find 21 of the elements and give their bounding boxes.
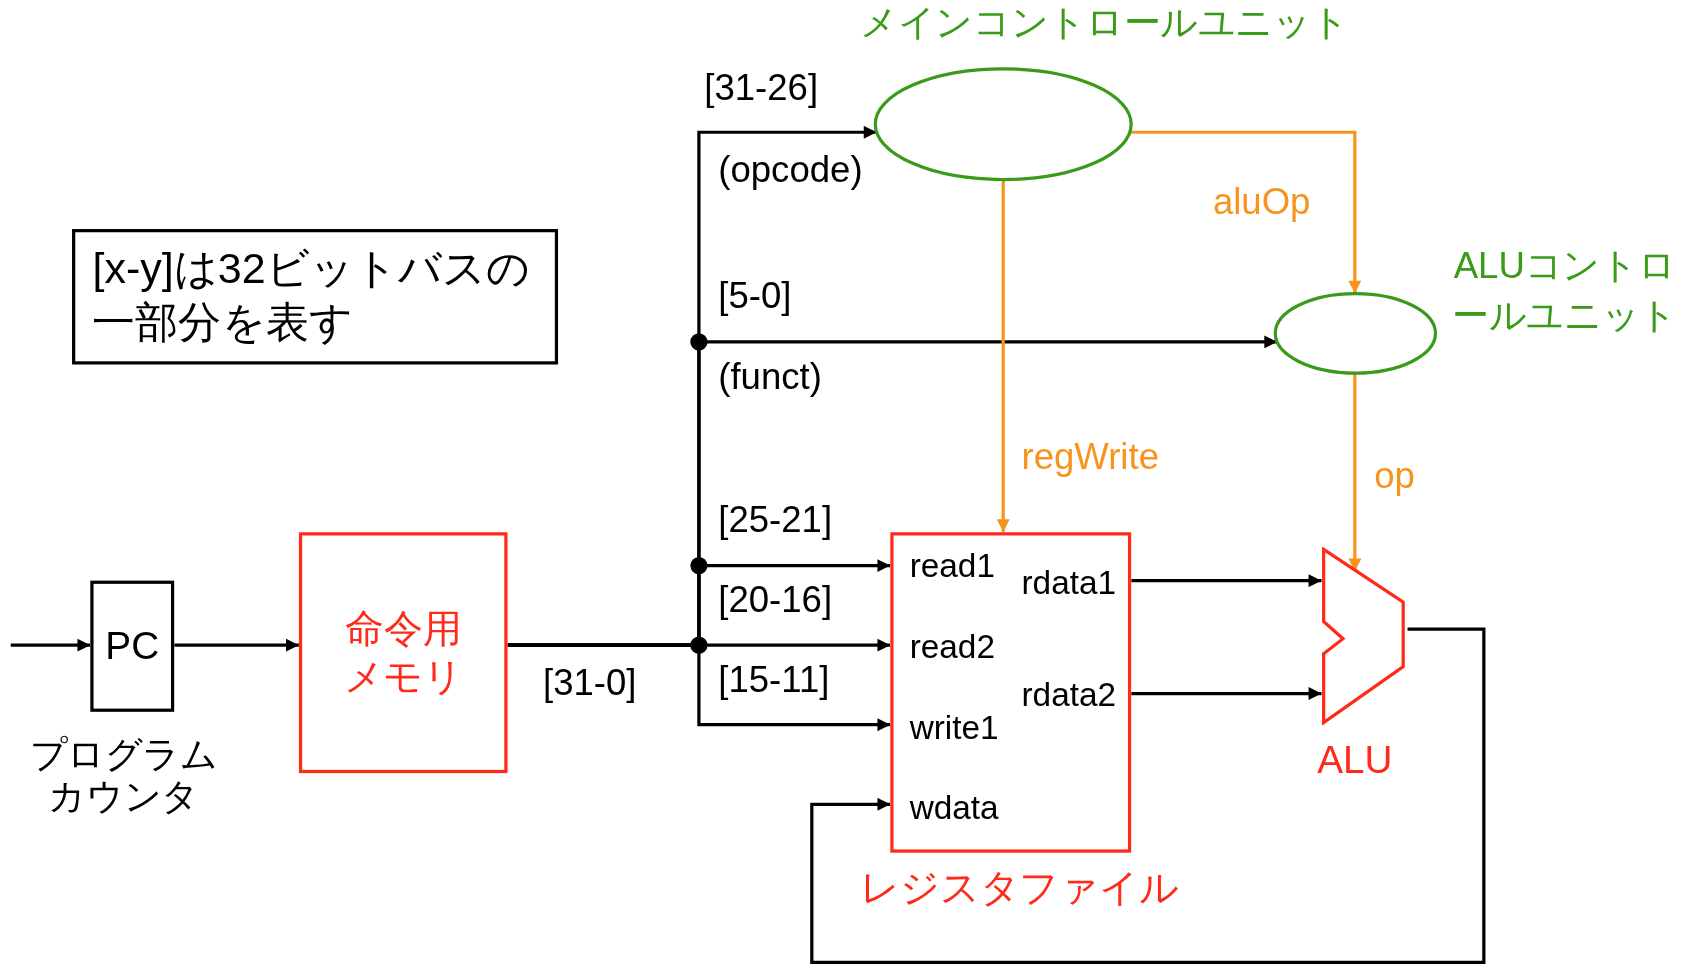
port-label: write1 [909, 708, 999, 747]
unit-label: ALUコントロールユニット [1451, 244, 1678, 338]
port-label: read2 [909, 627, 995, 667]
arrow [810, 627, 1486, 964]
arrow [1131, 687, 1322, 700]
component-label: プログラムカウンタ [28, 733, 219, 818]
component-label: レジスタファイル [860, 865, 1179, 911]
arrow [996, 179, 1010, 533]
arrow [507, 643, 891, 732]
port-label: rdata1 [1021, 563, 1116, 602]
component-label: ALU [1316, 737, 1394, 783]
port-label: wdata [909, 789, 999, 828]
port-label: read1 [909, 547, 995, 586]
arrow [1131, 574, 1322, 588]
register-box: PC [90, 580, 175, 712]
note-box: [x-y]は32ビットバスの一部分を表す [72, 229, 559, 365]
arrow [10, 638, 91, 652]
memory-box: 命令用メモリ [298, 532, 508, 774]
arrow [174, 638, 299, 652]
unit-label: メインコントロールユニット [860, 2, 1349, 45]
port-label: rdata2 [1021, 676, 1116, 715]
